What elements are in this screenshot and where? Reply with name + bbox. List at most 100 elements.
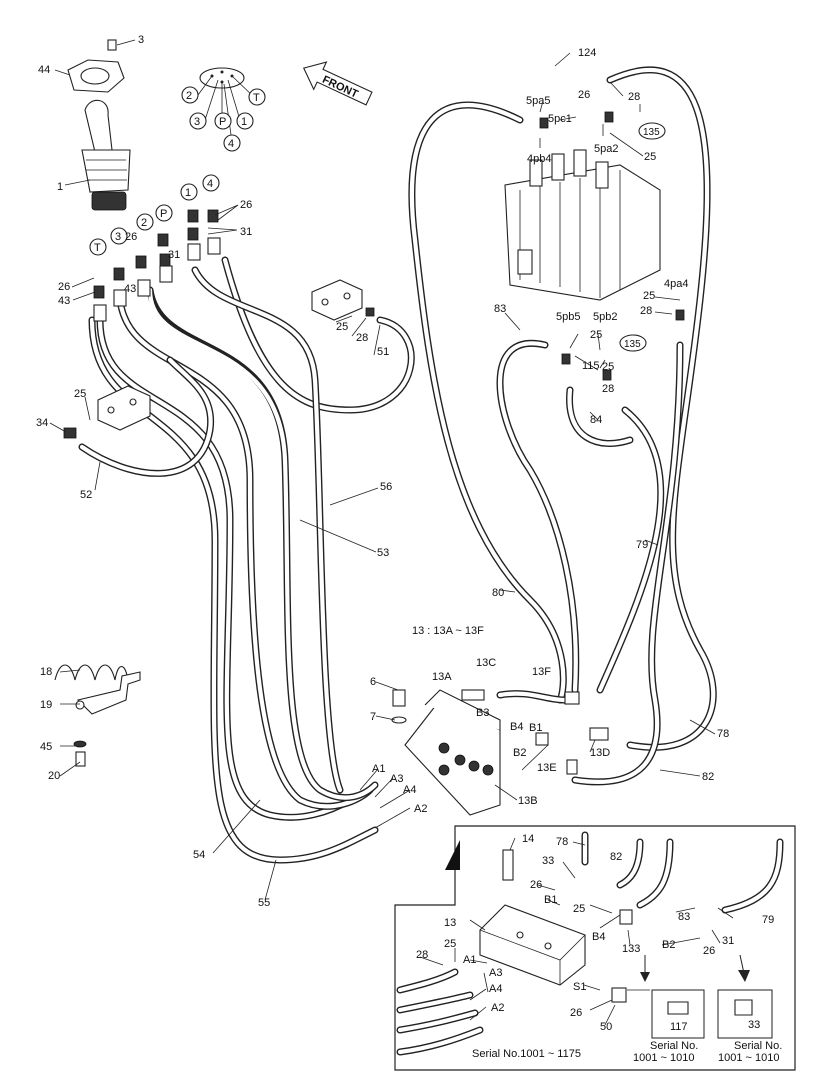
- label-20: 20: [48, 770, 60, 782]
- joystick-assembly: [67, 39, 131, 211]
- port-pattern: [197, 67, 256, 143]
- label-a2: A2: [414, 803, 427, 815]
- joystick-boot: [81, 149, 131, 193]
- serial-box-33-line1: Serial No.: [734, 1040, 782, 1052]
- label-25-c: 25: [644, 151, 656, 163]
- clamp-bracket: [54, 664, 141, 767]
- front-arrow: FRONT: [302, 61, 373, 106]
- label-82: 82: [702, 771, 714, 783]
- label-28-a: 28: [356, 332, 368, 344]
- label-13a: 13A: [432, 671, 452, 683]
- label-a3: A3: [390, 773, 403, 785]
- label-18: 18: [40, 666, 52, 678]
- inset-label-33: 33: [542, 855, 554, 867]
- label-31-a: 31: [240, 226, 252, 238]
- label-b3: B3: [476, 707, 489, 719]
- inset-label-25-a: 25: [573, 903, 585, 915]
- inset-label-83: 83: [678, 911, 690, 923]
- label-13b: 13B: [518, 795, 538, 807]
- label-80: 80: [492, 587, 504, 599]
- inset-label-26-b: 26: [703, 945, 715, 957]
- label-13f: 13F: [532, 666, 551, 678]
- shuttle-block-lower: [63, 385, 151, 439]
- inset-label-a2: A2: [491, 1002, 504, 1014]
- label-a1: A1: [372, 763, 385, 775]
- joystick-handle: [84, 99, 113, 153]
- label-43-b: 43: [124, 283, 136, 295]
- label-4pb4: 4pb4: [527, 153, 551, 165]
- label-25-b: 25: [74, 388, 86, 400]
- label-26-c: 26: [58, 281, 70, 293]
- inset-label-25-b: 25: [444, 938, 456, 950]
- inset-serial-note: Serial No.1001 ~ 1175: [472, 1048, 581, 1060]
- joystick-fittings: [93, 209, 221, 322]
- label-28-c: 28: [640, 305, 652, 317]
- circled-port-labels: 2 T 3 P 1 4 1 4 2 P 3 T 135 135: [89, 86, 666, 352]
- label-6: 6: [370, 676, 376, 688]
- label-5pb5: 5pb5: [556, 311, 580, 323]
- inset-label-a3: A3: [489, 967, 502, 979]
- port-t-top: T: [253, 92, 260, 104]
- label-5pa5: 5pa5: [526, 95, 550, 107]
- serial-box-33-part: 33: [748, 1019, 760, 1031]
- port-3-fitting: 3: [115, 231, 121, 243]
- serial-box-33-line2: 1001 ~ 1010: [718, 1052, 779, 1064]
- joystick-base: [91, 191, 127, 211]
- serial-box-117-part: 117: [670, 1021, 688, 1033]
- port-2-fitting: 2: [141, 217, 147, 229]
- label-78: 78: [717, 728, 729, 740]
- label-25-a: 25: [336, 321, 348, 333]
- group-note: 13 : 13A ~ 13F: [412, 625, 484, 637]
- inset-label-78: 78: [556, 836, 568, 848]
- label-13d: 13D: [590, 747, 610, 759]
- shuttle-block-upper: [311, 279, 375, 321]
- label-25-d: 25: [643, 290, 655, 302]
- label-115: 115: [582, 360, 600, 372]
- leader-lines: [49, 39, 734, 1026]
- label-7: 7: [370, 711, 376, 723]
- port-t-fitting: T: [94, 242, 101, 254]
- label-b2: B2: [513, 747, 526, 759]
- manifold-block-13: [391, 689, 609, 816]
- label-5pb2: 5pb2: [593, 311, 617, 323]
- hose-group: [78, 66, 717, 864]
- label-53: 53: [377, 547, 389, 559]
- label-25-f: 25: [602, 361, 614, 373]
- inset-label-b1: B1: [544, 894, 557, 906]
- screw-3: [107, 39, 117, 51]
- inset-label-31: 31: [722, 935, 734, 947]
- inset-label-50: 50: [600, 1021, 612, 1033]
- inset-label-14: 14: [522, 833, 534, 845]
- inset-label-82: 82: [610, 851, 622, 863]
- label-54: 54: [193, 849, 205, 861]
- label-28-d: 28: [602, 383, 614, 395]
- inset-label-b2: B2: [662, 939, 675, 951]
- label-26-b: 26: [125, 231, 137, 243]
- inset-label-79: 79: [762, 914, 774, 926]
- label-124: 124: [578, 47, 596, 59]
- inset-label-26-c: 26: [570, 1007, 582, 1019]
- label-13c: 13C: [476, 657, 496, 669]
- label-26-a: 26: [240, 199, 252, 211]
- inset-label-28: 28: [416, 949, 428, 961]
- label-19: 19: [40, 699, 52, 711]
- inset-label-a4: A4: [489, 983, 502, 995]
- label-56: 56: [380, 481, 392, 493]
- serial-box-117-line2: 1001 ~ 1010: [633, 1052, 694, 1064]
- label-4pa4: 4pa4: [664, 278, 688, 290]
- label-55: 55: [258, 897, 270, 909]
- label-25-e: 25: [590, 329, 602, 341]
- port-1-top: 1: [241, 116, 247, 128]
- hose-83: [496, 339, 580, 694]
- label-79: 79: [636, 539, 648, 551]
- inset-labels: 14 78 82 33 26 B1 25 83 79 13 B4 133 B2 …: [416, 833, 782, 1064]
- label-45: 45: [40, 741, 52, 753]
- port-4-top: 4: [228, 138, 234, 150]
- label-34: 34: [36, 417, 48, 429]
- label-43-a: 43: [58, 295, 70, 307]
- serial-box-117-line1: Serial No.: [650, 1040, 698, 1052]
- detail-inset: [394, 825, 796, 1071]
- port-4-fitting: 4: [207, 178, 213, 190]
- port-3-top: 3: [194, 116, 200, 128]
